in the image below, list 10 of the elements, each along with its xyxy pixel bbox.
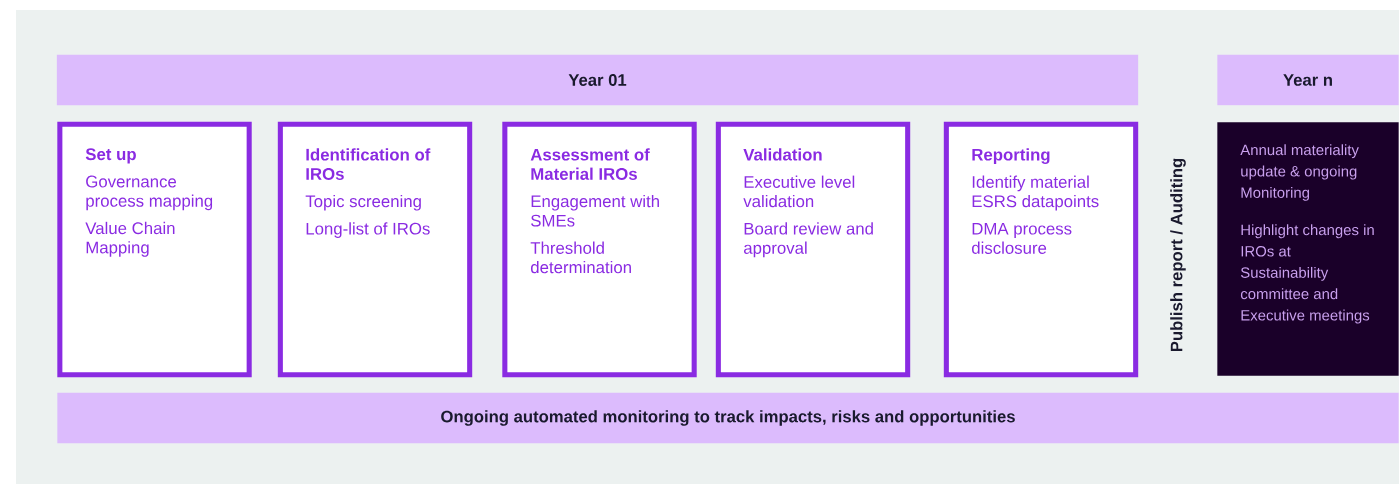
process-box: Identification of IROs Topic screening Long-list of IROs: [277, 121, 473, 378]
process-box: Assessment of Material IROs Engagement with SMEs Threshold determination: [502, 121, 697, 378]
text-panel: Annual materiality update & ongoing Monitoring Highlight changes in IROs at Sustainability committee and Executive meetings: [1217, 122, 1399, 376]
process-box: Validation Executive level validation Board review and approval: [715, 121, 911, 378]
vertical-label: Publish report / Auditing: [1170, 158, 1186, 352]
band: Year 01: [56, 54, 1139, 106]
band: Ongoing automated monitoring to track impacts, risks and opportunities: [57, 392, 1399, 444]
band: Year n: [1217, 54, 1399, 106]
process-box: Set up Governance process mapping Value Chain Mapping: [57, 121, 252, 378]
process-box: Reporting Identify material ESRS datapoints DMA process disclosure: [943, 121, 1139, 378]
